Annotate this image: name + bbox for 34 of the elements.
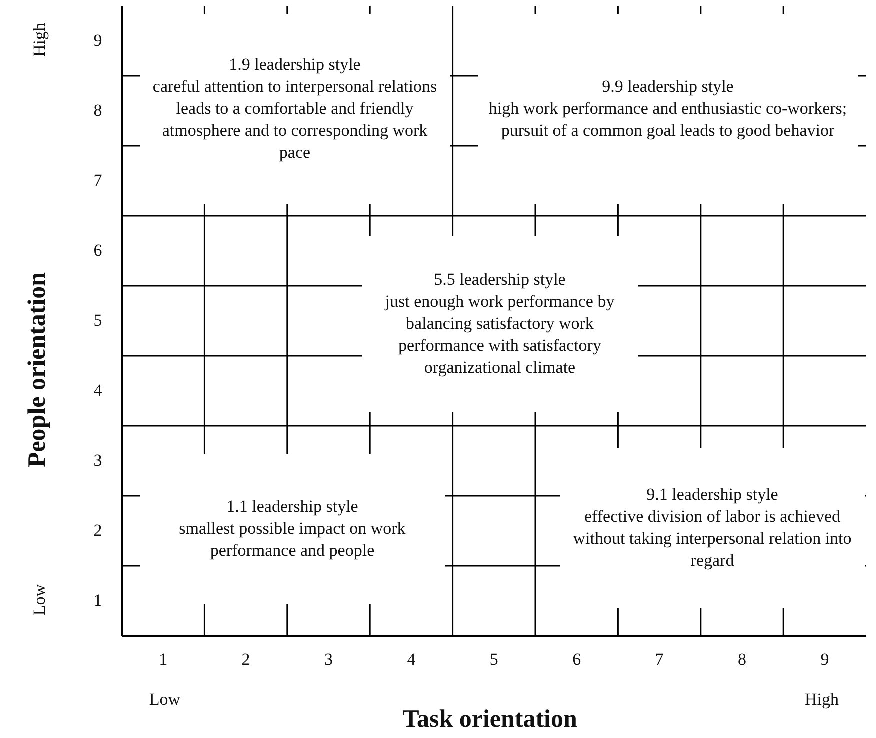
axis-title: Task orientation xyxy=(402,706,578,734)
tick-label: 2 xyxy=(242,650,250,670)
tick-label: 9 xyxy=(820,650,830,670)
tick-label: 8 xyxy=(94,101,102,121)
tick-label: 4 xyxy=(407,650,416,670)
tick-label: 4 xyxy=(94,381,102,401)
tick-label: 6 xyxy=(572,650,582,670)
axis-end-label: High xyxy=(30,23,50,57)
tick-label: 2 xyxy=(94,521,102,541)
tick-label: 5 xyxy=(94,311,102,331)
tick-label: 3 xyxy=(324,650,333,670)
style-heading: 9.1 leadership style xyxy=(646,484,780,506)
style-description: smallest possible impact on work performance and people xyxy=(178,518,407,562)
style-description: high work performance and enthusiastic co-workers; pursuit of a common goal leads to good behavior xyxy=(488,98,848,142)
tick-label: 1 xyxy=(94,591,102,611)
tick-label: 7 xyxy=(655,650,664,670)
tick-label: 1 xyxy=(159,650,168,670)
style-description: just enough work performance by balancing satisfactory work performance with satisfactory organizational climate xyxy=(384,291,616,379)
axis-end-label: High xyxy=(805,690,839,710)
style-heading: 1.9 leadership style xyxy=(228,54,362,76)
style-description: effective division of labor is achieved without taking interpersonal relation into regard xyxy=(572,506,853,572)
axis-end-label: Low xyxy=(149,690,181,710)
tick-label: 3 xyxy=(94,451,102,471)
tick-label: 8 xyxy=(738,650,746,670)
axis-title: People orientation xyxy=(24,272,52,468)
tick-label: 9 xyxy=(94,31,102,51)
tick-label: 7 xyxy=(94,171,102,191)
style-description: careful attention to interpersonal relations leads to a comfortable and friendly atmosphere and to corresponding work pace xyxy=(152,76,438,164)
axis-end-label: Low xyxy=(30,584,50,616)
tick-label: 5 xyxy=(490,650,498,670)
tick-label: 6 xyxy=(94,241,102,261)
style-heading: 5.5 leadership style xyxy=(433,269,567,291)
style-heading: 1.1 leadership style xyxy=(226,496,360,518)
style-heading: 9.9 leadership style xyxy=(601,76,735,98)
